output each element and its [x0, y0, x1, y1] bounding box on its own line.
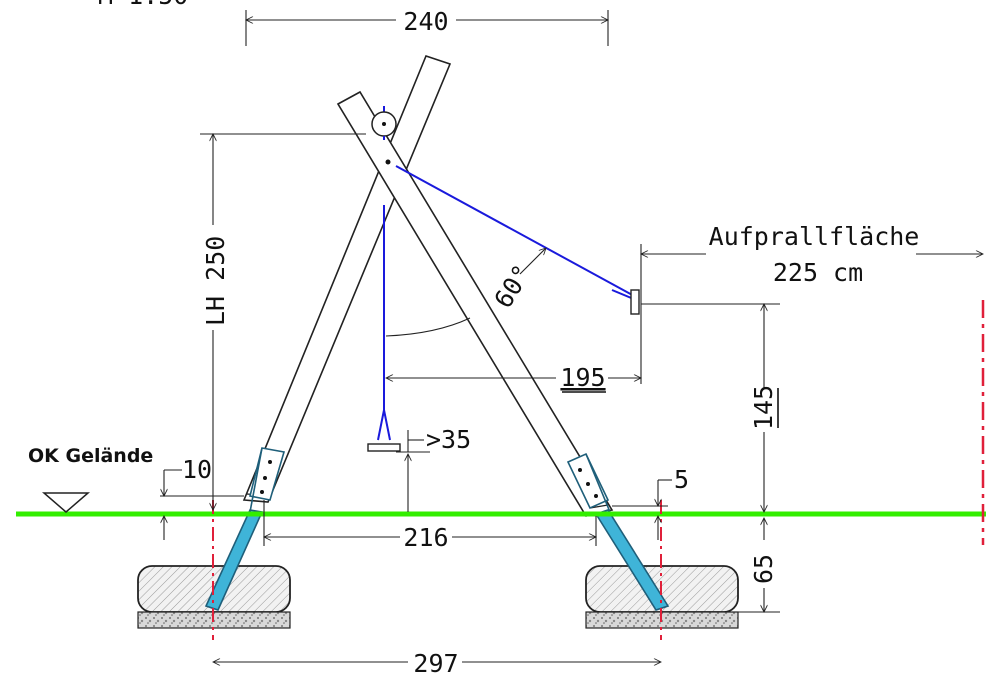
anchor-right [566, 452, 670, 611]
dim-145: 145 [749, 385, 778, 430]
scale-label: M 1:50 [98, 0, 188, 10]
swing-chain-rest [377, 205, 385, 441]
seat-deflected [630, 289, 640, 315]
dim-65: 65 [749, 554, 778, 584]
anchor-left [204, 447, 286, 611]
swing-hanger [371, 106, 397, 165]
seat-rest [367, 443, 401, 452]
swing-chain-deflected [395, 165, 637, 298]
impact-area-value: 225 cm [773, 258, 863, 287]
dim-216: 216 [403, 523, 448, 552]
angle-arc [385, 317, 471, 337]
left-post [242, 55, 452, 503]
dim-lh250: LH 250 [201, 236, 230, 326]
dim-5: 5 [674, 465, 689, 494]
dim-240: 240 [403, 7, 448, 36]
dim-297: 297 [413, 649, 458, 675]
dim-10: 10 [182, 455, 212, 484]
ground-level-symbol [41, 492, 91, 513]
angle-label: 60° [488, 260, 537, 314]
ok-gelaende-label: OK Gelände [28, 445, 153, 467]
dim-195: 195 [560, 363, 605, 392]
dim-35: >35 [426, 425, 471, 454]
right-post [336, 90, 614, 517]
impact-area-title: Aufprallfläche [709, 222, 920, 251]
